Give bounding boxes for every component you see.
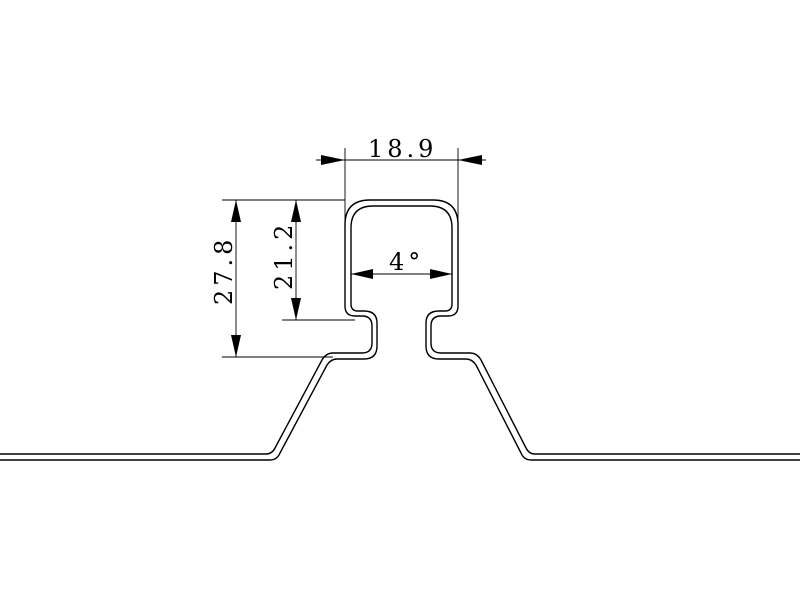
dimension-inner-height: 21.2 (270, 199, 355, 321)
total-height-arrow-top (231, 200, 241, 222)
inner-height-arrow-bottom (291, 298, 301, 320)
dimension-label-inner-height: 21.2 (270, 221, 298, 290)
dimension-angle: 4° (351, 248, 452, 279)
sheet-profile (0, 199, 800, 461)
total-height-arrow-bottom (231, 335, 241, 357)
inner-height-arrow-top (291, 200, 301, 222)
dimension-total-height: 27.8 (210, 199, 333, 358)
angle-arrow-left (351, 269, 373, 279)
dimension-arrow-left (321, 155, 345, 165)
dimension-width: 18.9 (316, 135, 486, 280)
dimension-label-angle: 4° (389, 248, 424, 276)
dimension-label-total-height: 27.8 (210, 236, 238, 305)
dimension-label-width: 18.9 (368, 135, 437, 163)
angle-arrow-right (430, 269, 452, 279)
sheet-profile-inner (0, 205, 800, 461)
dimension-arrow-right (458, 155, 482, 165)
sheet-profile-outer (0, 199, 800, 455)
